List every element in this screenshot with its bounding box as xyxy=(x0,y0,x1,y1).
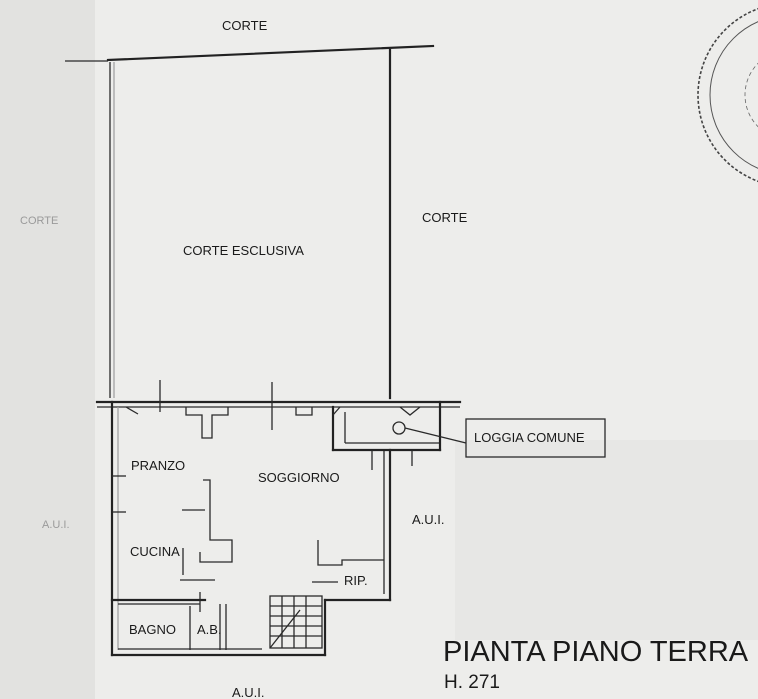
label-bagno: BAGNO xyxy=(129,622,176,637)
staircase xyxy=(269,595,323,649)
label-soggiorno: SOGGIORNO xyxy=(258,470,340,485)
label-corte-esclusiva: CORTE ESCLUSIVA xyxy=(183,243,304,258)
courtyard-boundary xyxy=(65,44,435,400)
top-wall-piers xyxy=(125,380,421,470)
label-ab: A.B. xyxy=(197,622,222,637)
label-rip: RIP. xyxy=(344,573,368,588)
label-pranzo: PRANZO xyxy=(131,458,185,473)
loggia-leader xyxy=(392,418,606,458)
label-corte-left: CORTE xyxy=(20,215,58,227)
plan-title: PIANTA PIANO TERRA xyxy=(443,636,749,668)
label-corte-right: CORTE xyxy=(422,210,468,225)
label-corte-top: CORTE xyxy=(222,18,268,33)
official-stamp xyxy=(697,7,758,183)
label-loggia-comune: LOGGIA COMUNE xyxy=(474,430,585,445)
label-aui-bottom: A.U.I. xyxy=(232,685,265,699)
label-aui-left: A.U.I. xyxy=(42,519,70,531)
building-walls xyxy=(95,400,462,657)
label-cucina: CUCINA xyxy=(130,544,180,559)
label-aui-right: A.U.I. xyxy=(412,512,445,527)
interior-walls xyxy=(110,475,384,650)
plan-subtitle: H. 271 xyxy=(444,672,500,693)
